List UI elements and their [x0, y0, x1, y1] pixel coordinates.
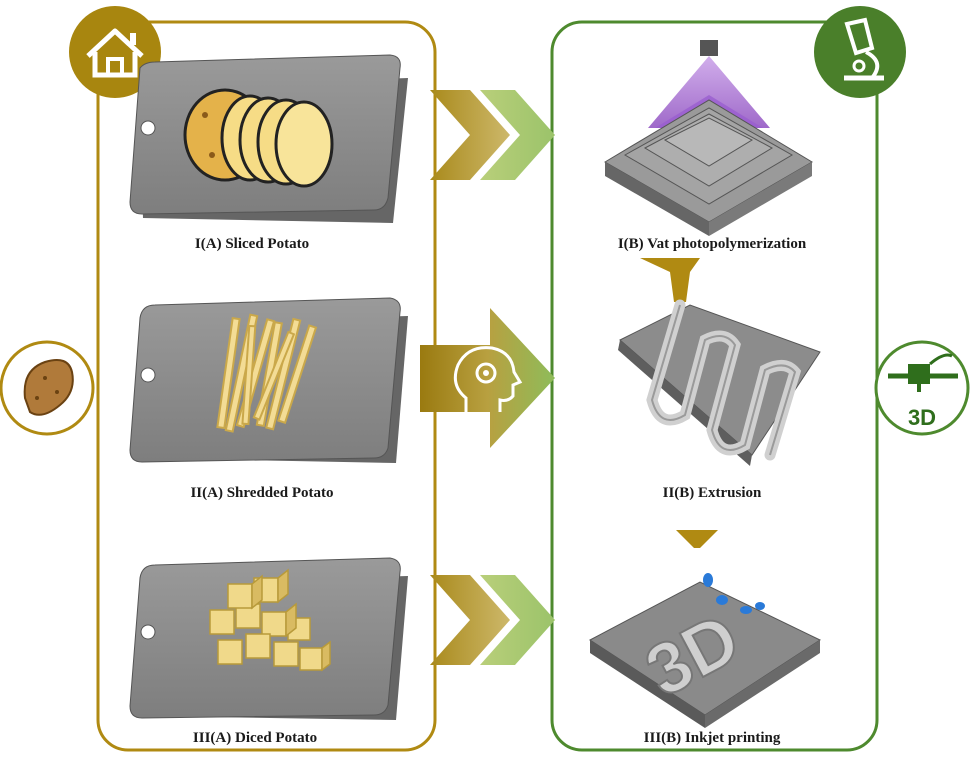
potato-icon	[0, 340, 95, 436]
sliced-potato	[183, 88, 334, 188]
inkjet-printing: 3D	[589, 530, 822, 728]
printer-3d-label: 3D	[908, 405, 936, 430]
3d-printer-icon: 3D	[874, 340, 970, 436]
diced-potato	[209, 568, 331, 672]
caption-inkjet-printing: III(B) Inkjet printing	[643, 730, 781, 746]
caption-extrusion: II(B) Extrusion	[662, 485, 762, 501]
home-icon	[69, 6, 161, 98]
caption-diced-potato: III(A) Diced Potato	[192, 730, 318, 746]
vat-photopolymerization	[604, 40, 813, 236]
extrusion	[618, 258, 821, 466]
caption-sliced-potato: I(A) Sliced Potato	[194, 236, 310, 252]
head-gear-icon	[453, 346, 523, 412]
caption-shredded-potato: II(A) Shredded Potato	[190, 485, 334, 501]
arrow-middle	[420, 308, 555, 448]
caption-vat-photopolymerization: I(B) Vat photopolymerization	[617, 236, 807, 252]
arrow-bottom	[430, 575, 555, 665]
arrow-top	[430, 90, 555, 180]
microscope-icon	[814, 6, 906, 98]
shredded-potato	[216, 313, 318, 433]
